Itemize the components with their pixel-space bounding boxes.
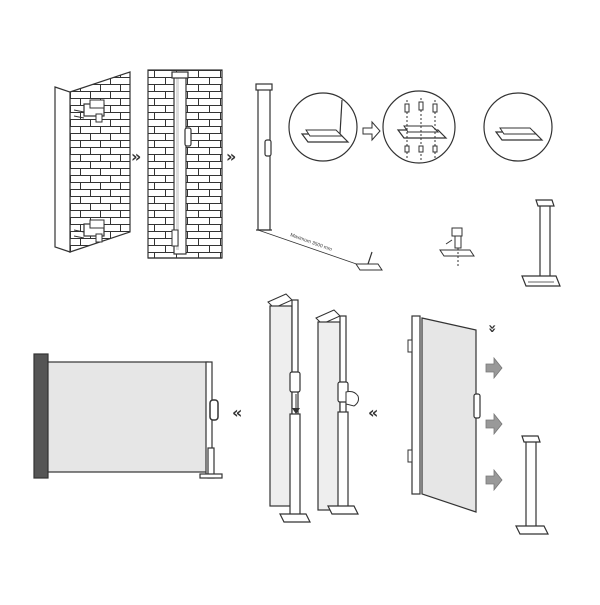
step-floor-bracket-fixing [288,90,553,164]
lower-wall-bracket-icon [73,219,105,243]
wind-arrow-icons [485,356,503,492]
step-cassette-mount-on-wall [147,69,223,259]
detail-circle-fixed [483,92,553,162]
post-b [315,309,359,515]
detail-circle-bracket [288,92,358,162]
upper-wall-bracket-icon [73,99,105,123]
handle-icon [209,399,219,421]
measurement-line [257,229,369,269]
cassette-top-cap [171,71,189,79]
cassette-housing [173,73,187,255]
screw-icons [404,98,438,160]
step-wall-bracket-mount [54,71,131,253]
step-post-adjustment [267,293,359,523]
screen-panel [421,317,477,513]
hand-icon [345,391,359,407]
handle-icon [184,127,192,147]
screen-panel [47,361,209,473]
step-floor-post-install [439,199,561,287]
step-screen-extend: » [407,315,549,535]
wall-side-edge [54,86,71,253]
floor-post [515,435,549,535]
step-cassette-with-floor-hook: Maximum 3500 mm [255,83,383,271]
down-arrow-icon: » [484,324,500,333]
handle-icon [264,139,272,157]
next-step-arrow-1: » [131,147,141,166]
step-finished-screen [33,353,223,479]
prev-step-arrow-2: « [232,403,242,422]
cassette-housing [33,353,49,479]
prev-step-arrow-1: « [368,403,378,422]
right-hollow-arrow-icon [362,120,381,142]
floor-hook-icon [355,251,383,271]
floor-post [521,199,561,287]
cassette-housing [411,315,421,495]
screwdriver-icon [439,227,475,266]
measurement-label: Maximum 3500 mm [289,232,332,253]
next-step-arrow-2: » [226,147,236,166]
cassette-post [257,87,271,231]
post-a [267,293,311,523]
